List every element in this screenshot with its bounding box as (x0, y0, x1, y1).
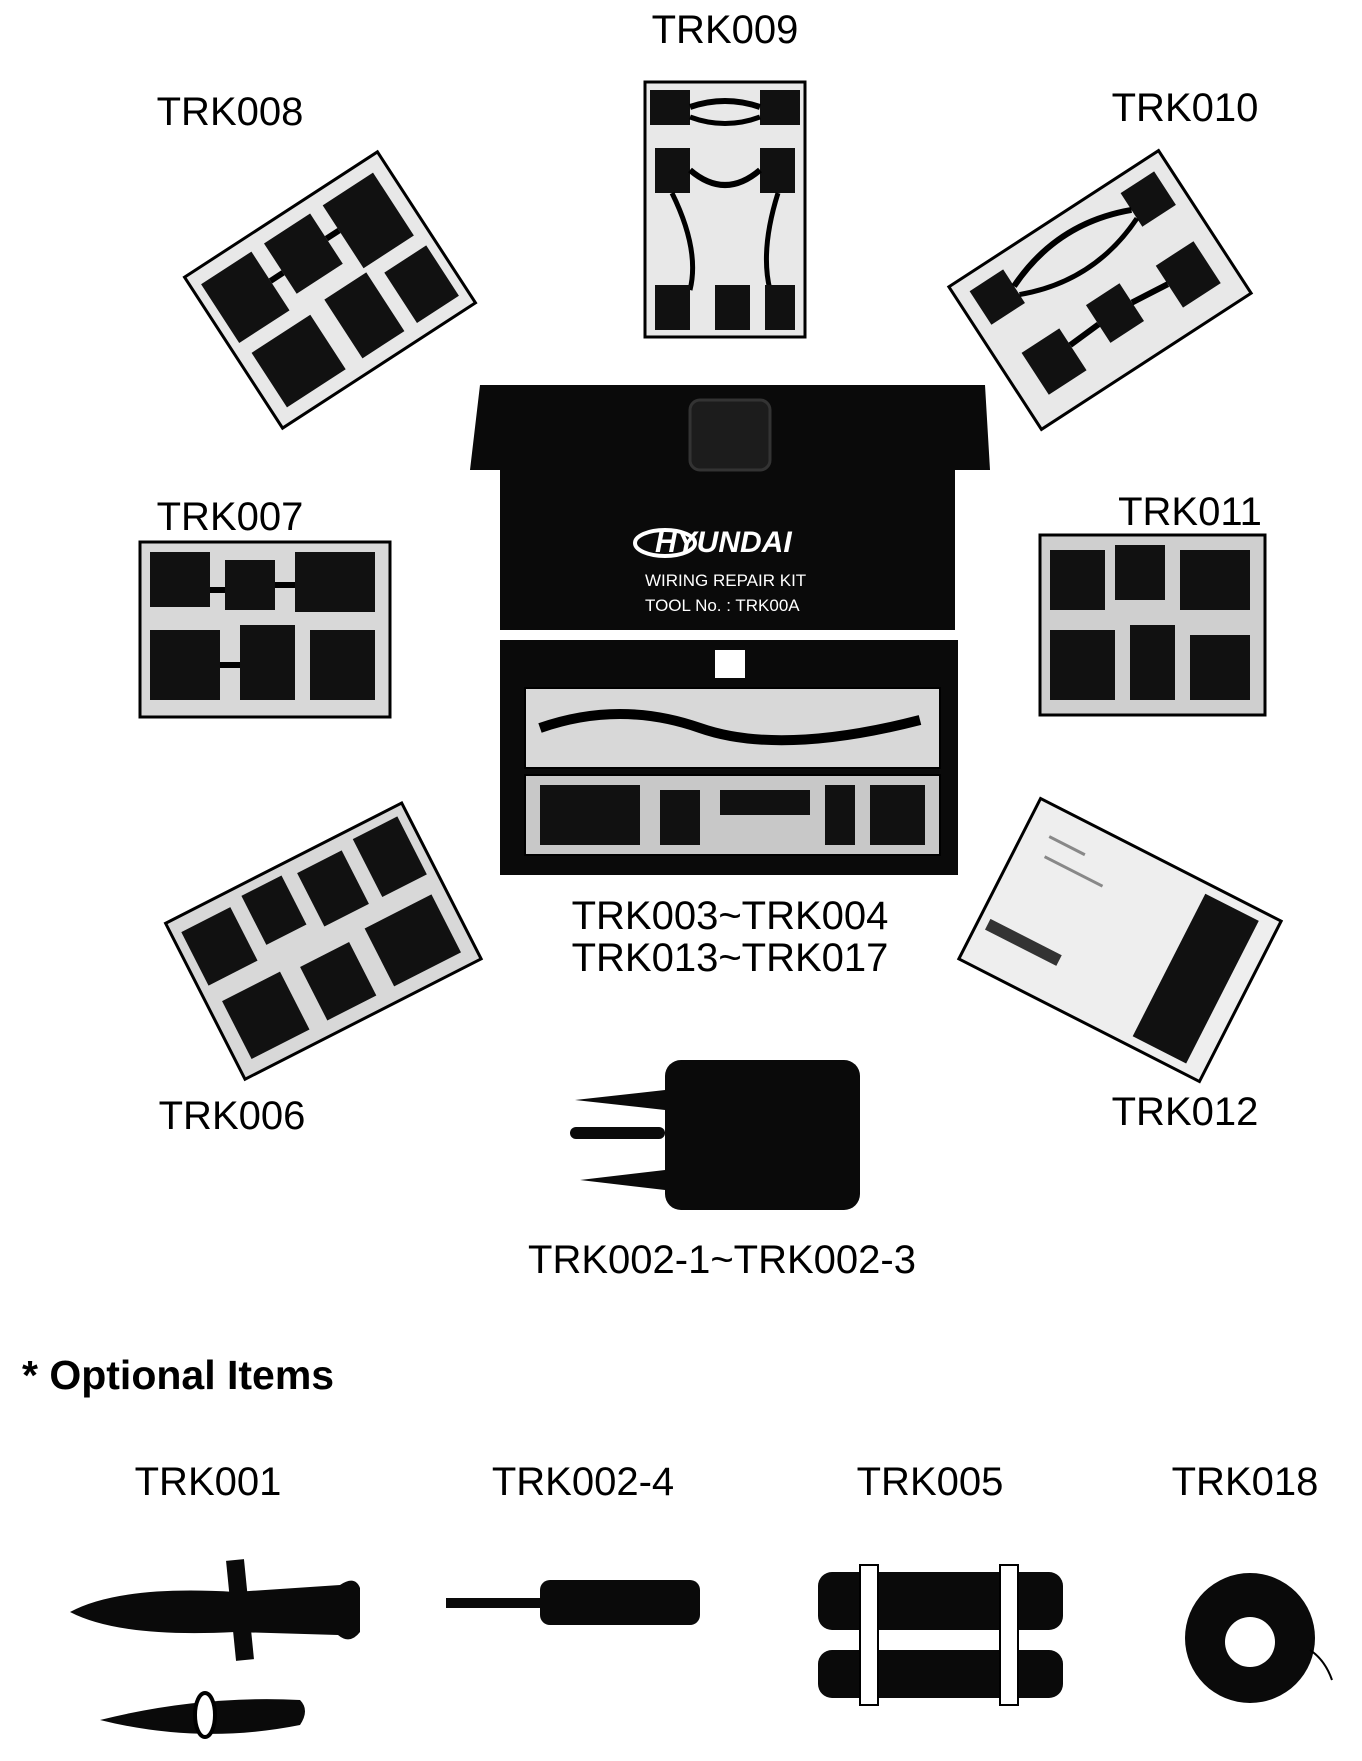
trk005-heat-shrink-tubes (818, 1564, 1063, 1706)
trk009-connector-card (643, 80, 807, 339)
trk018-tape-roll (1185, 1573, 1333, 1703)
trk002-4-probe-tool (446, 1580, 700, 1625)
label-trk010: TRK010 (1111, 86, 1259, 130)
label-trk009: TRK009 (651, 8, 799, 52)
label-trk012: TRK012 (1111, 1090, 1259, 1134)
label-kit-range-1: TRK003~TRK004 (571, 894, 889, 938)
label-trk018: TRK018 (1171, 1460, 1319, 1504)
trk012-connector-card (956, 796, 1284, 1084)
kit-tool-number: TOOL No. : TRK00A (645, 596, 800, 615)
label-trk002-4: TRK002-4 (491, 1460, 675, 1504)
wiring-repair-kit-case (470, 385, 990, 875)
label-trk011: TRK011 (1118, 490, 1262, 534)
trk011-connector-card (1038, 533, 1267, 717)
label-trk008: TRK008 (156, 90, 304, 134)
trk007-connector-card (138, 540, 392, 719)
label-trk006: TRK006 (158, 1094, 306, 1138)
kit-brand-logo: HYUNDAI (655, 526, 792, 559)
trk002-probe-set (570, 1060, 860, 1210)
trk010-connector-card (946, 148, 1254, 432)
kit-title: WIRING REPAIR KIT (645, 571, 807, 590)
label-trk007: TRK007 (156, 495, 304, 539)
trk006-connector-card (163, 800, 484, 1082)
optional-items-heading: * Optional Items (22, 1352, 335, 1398)
label-probe-range: TRK002-1~TRK002-3 (528, 1238, 916, 1282)
label-trk005: TRK005 (856, 1460, 1004, 1504)
trk001-crimping-pliers (70, 1559, 360, 1739)
label-kit-range-2: TRK013~TRK017 (571, 936, 889, 980)
trk008-connector-card (182, 149, 478, 431)
label-trk001: TRK001 (134, 1460, 282, 1504)
